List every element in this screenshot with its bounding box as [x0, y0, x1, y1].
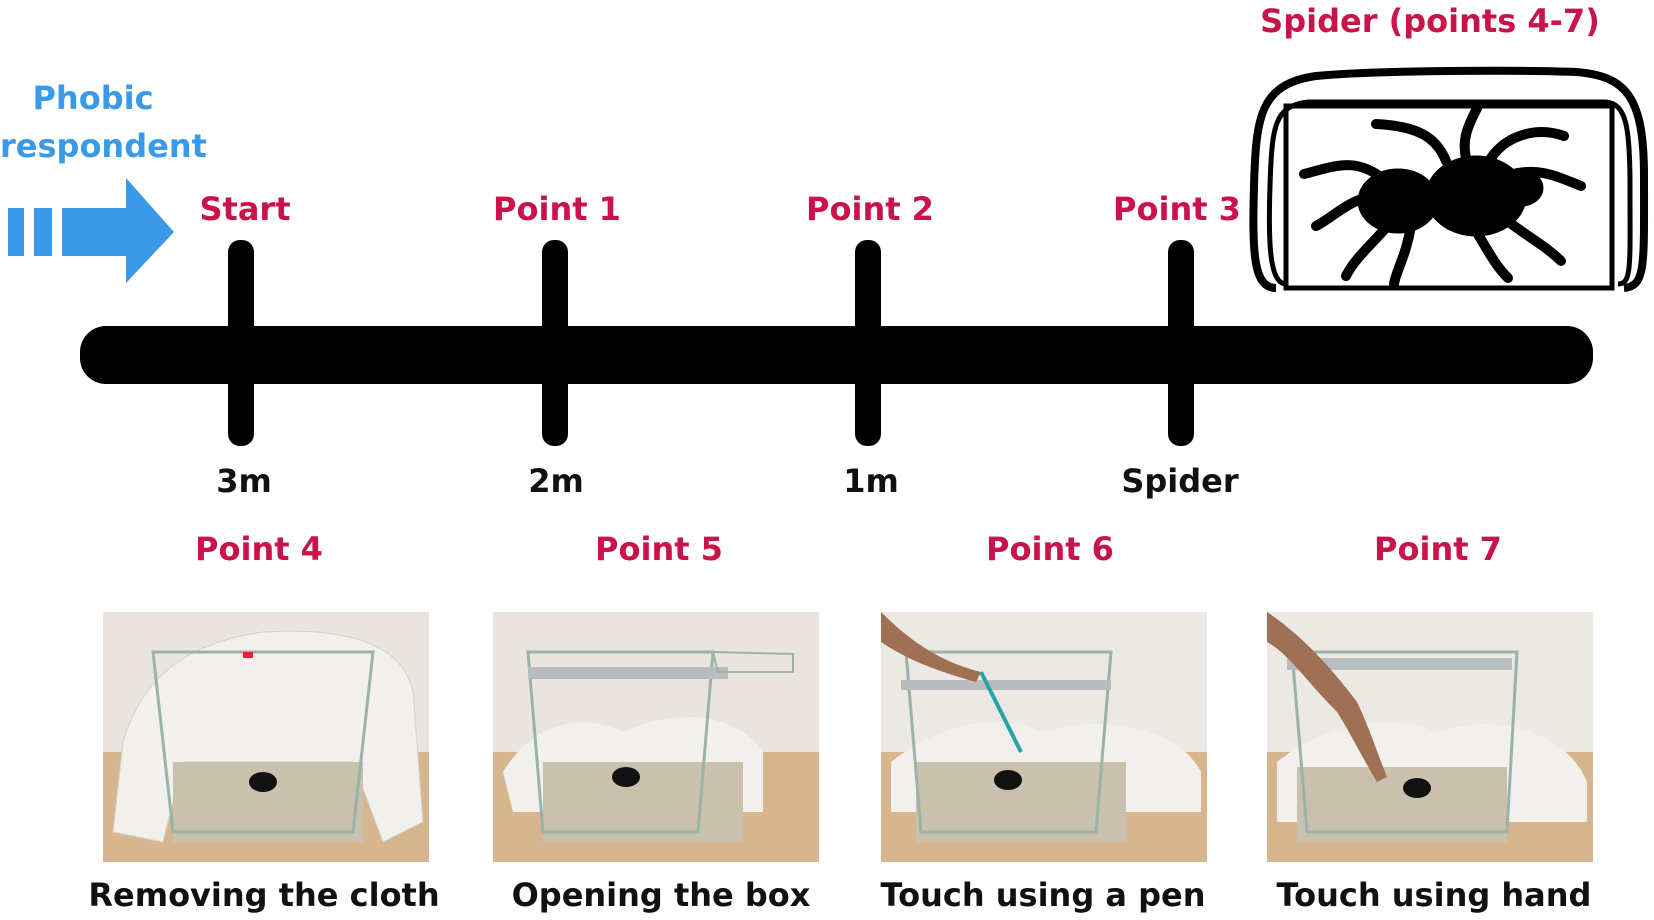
caption-touch-pen: Touch using a pen [880, 876, 1206, 914]
distance-start: 3m [216, 462, 272, 500]
caption-removing-cloth: Removing the cloth [88, 876, 440, 914]
respondent-line1: Phobic [32, 79, 154, 117]
timeline [80, 240, 1593, 446]
distance-point-2: 1m [843, 462, 899, 500]
spider-box-title: Spider (points 4-7) [1260, 2, 1600, 40]
stage-label-point-4: Point 4 [195, 530, 323, 568]
respondent-line2: respondent [0, 127, 207, 165]
right-arrow-icon [8, 178, 174, 283]
tick-point-3 [1168, 240, 1194, 446]
timeline-bar [80, 326, 1593, 384]
tick-point-1 [542, 240, 568, 446]
timeline-label-point-1: Point 1 [493, 190, 621, 228]
timeline-label-start: Start [199, 190, 291, 228]
stage-label-point-6: Point 6 [986, 530, 1114, 568]
timeline-label-point-2: Point 2 [806, 190, 934, 228]
photo-touch-pen [881, 612, 1207, 862]
photo-touch-hand [1267, 612, 1593, 862]
photo-removing-cloth [103, 612, 429, 862]
stage-label-point-7: Point 7 [1374, 530, 1502, 568]
tick-point-2 [855, 240, 881, 446]
caption-opening-box: Opening the box [511, 876, 811, 914]
spider-box-icon [1249, 66, 1649, 292]
photo-opening-box [493, 612, 819, 862]
tick-start [228, 240, 254, 446]
stage-label-point-5: Point 5 [595, 530, 723, 568]
distance-spider: Spider [1121, 462, 1239, 500]
caption-touch-hand: Touch using hand [1276, 876, 1592, 914]
distance-point-1: 2m [528, 462, 584, 500]
timeline-label-point-3: Point 3 [1113, 190, 1241, 228]
respondent-label: Phobic respondent [0, 74, 207, 170]
